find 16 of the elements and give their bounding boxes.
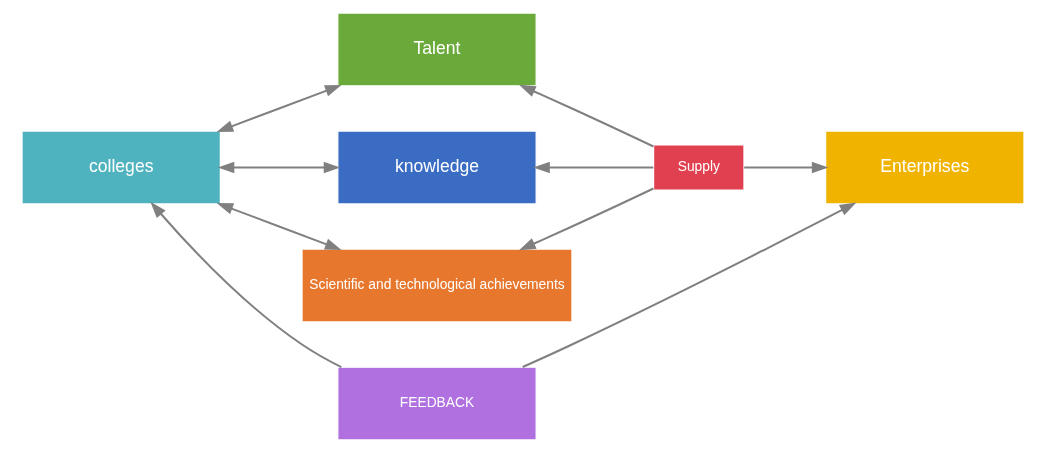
node-box: colleges — [20, 130, 221, 205]
node-box: Scientific and technological achievements — [300, 248, 573, 323]
node-box: FEEDBACK — [336, 366, 537, 441]
arrow — [743, 161, 828, 174]
arrow — [216, 84, 342, 133]
arrow — [149, 201, 342, 368]
arrow — [518, 187, 654, 251]
arrow — [521, 202, 856, 368]
arrow — [216, 202, 342, 251]
node-box: Talent — [336, 12, 537, 87]
arrow — [518, 84, 654, 148]
arrow — [532, 161, 653, 174]
node-box: Enterprises — [824, 130, 1025, 205]
node-box: knowledge — [336, 130, 537, 205]
node-box: Supply — [652, 144, 745, 191]
arrow — [217, 161, 340, 174]
